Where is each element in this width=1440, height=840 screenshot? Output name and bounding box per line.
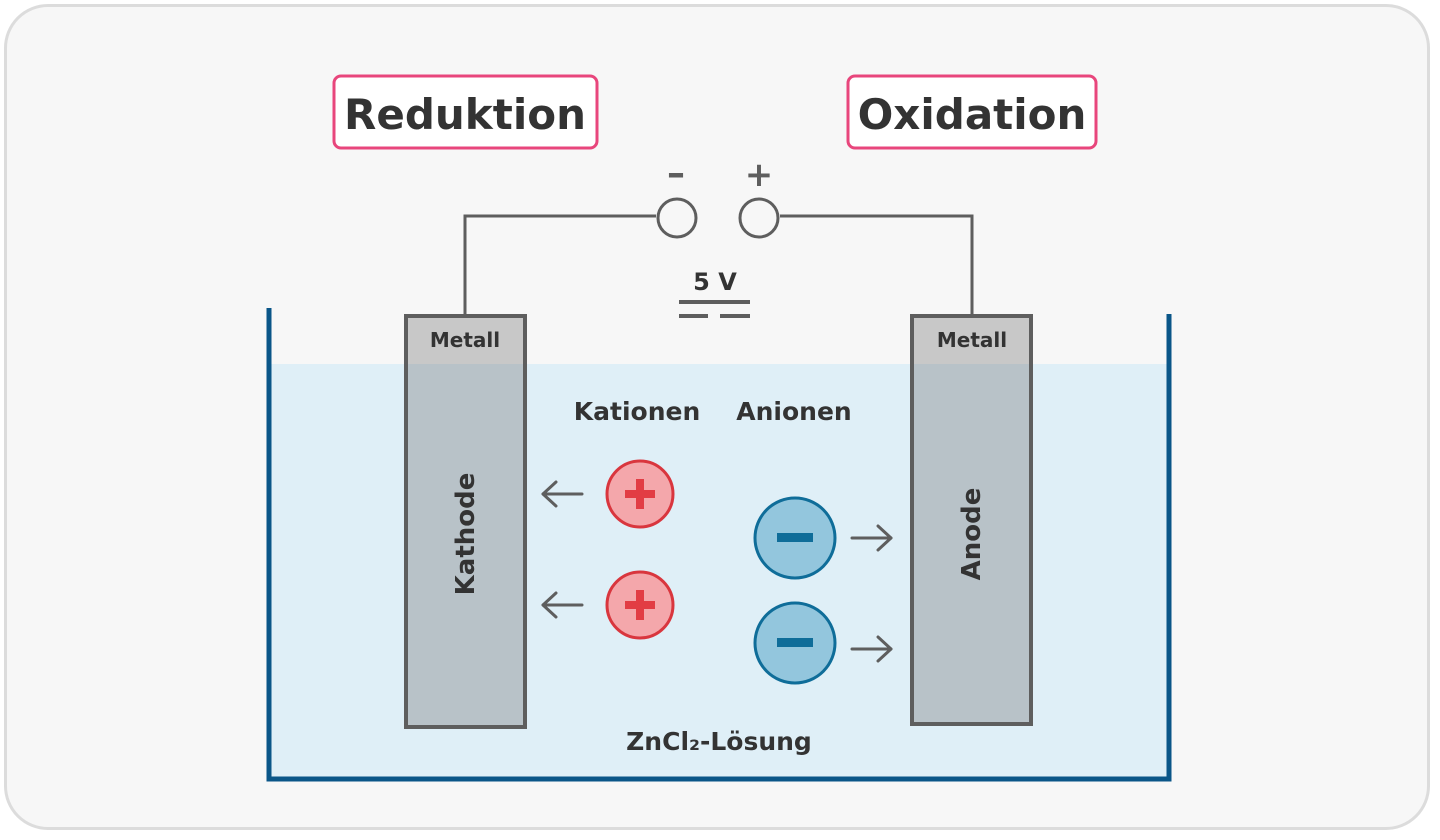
plus-terminal xyxy=(738,197,780,239)
wire-right xyxy=(780,214,974,314)
arrow-left-icon xyxy=(541,591,584,619)
cathode-metal-label: Metall xyxy=(430,328,500,352)
plus-sign: + xyxy=(745,155,774,195)
anode-electrode xyxy=(910,314,1033,726)
reduction-box xyxy=(332,74,599,150)
arrow-right-icon xyxy=(850,524,893,552)
minus-sign: – xyxy=(667,153,685,194)
anions-label: Anionen xyxy=(736,397,851,426)
reduction-label: Reduktion xyxy=(344,90,586,139)
voltage-label: 5 V xyxy=(693,268,737,296)
anode-metal-label: Metall xyxy=(937,328,1007,352)
tank xyxy=(266,308,1172,782)
dc-symbol xyxy=(679,300,750,318)
anode-label: Anode xyxy=(957,488,987,581)
cations-label: Kationen xyxy=(574,397,701,426)
cation-1 xyxy=(605,459,675,529)
cation-2 xyxy=(605,570,675,640)
arrow-left-icon xyxy=(541,480,584,508)
anion-1 xyxy=(753,496,837,580)
anion-2 xyxy=(753,601,837,685)
arrow-right-icon xyxy=(850,635,893,663)
cathode-electrode xyxy=(404,314,527,729)
cathode-label: Kathode xyxy=(451,473,481,596)
oxidation-box xyxy=(846,74,1098,150)
solution-label: ZnCl₂-Lösung xyxy=(626,727,812,756)
wire-left xyxy=(463,214,656,314)
oxidation-label: Oxidation xyxy=(858,90,1087,139)
minus-terminal xyxy=(656,197,698,239)
